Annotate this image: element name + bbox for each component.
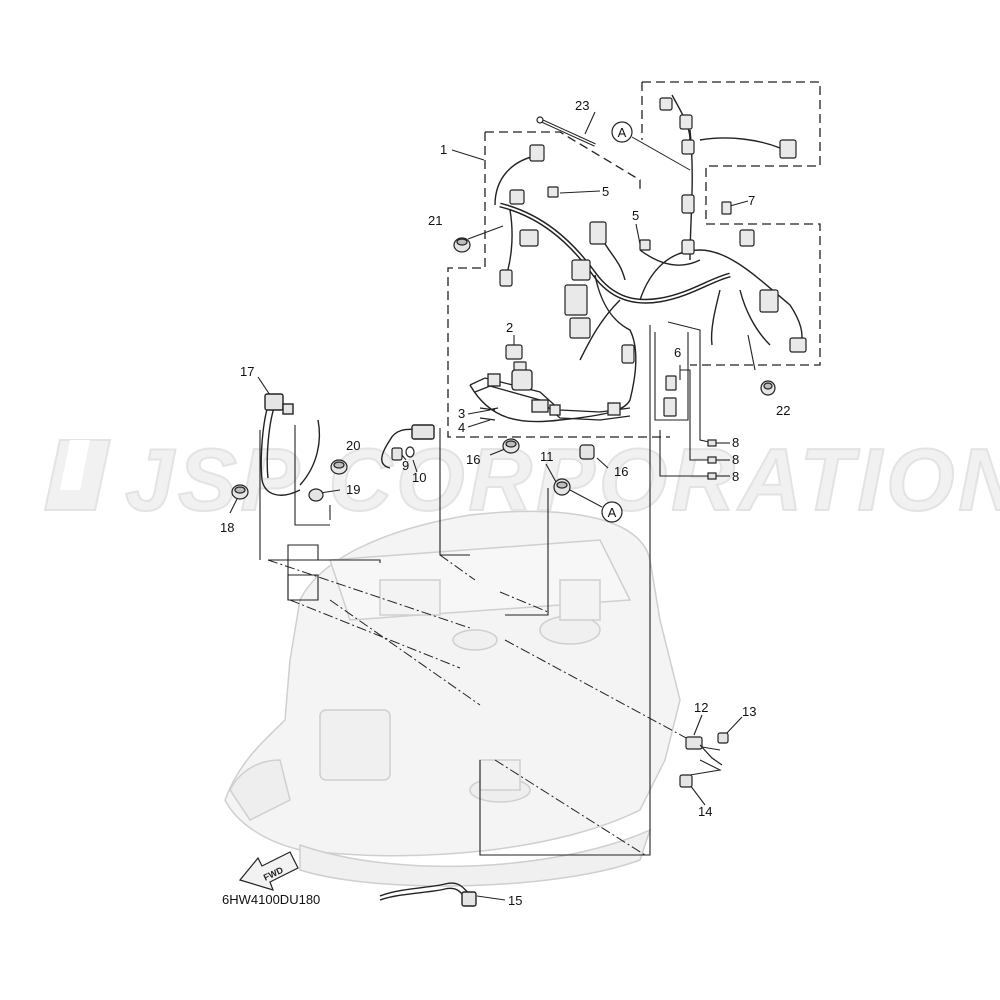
- callout-6: 6: [674, 345, 681, 360]
- callout-5-lower: 5: [632, 208, 639, 223]
- main-wire-harness: [469, 94, 803, 423]
- engine-ghost: [224, 510, 681, 887]
- callout-7: 7: [748, 193, 755, 208]
- connectors: [499, 97, 807, 417]
- watermark-text: JSP CORPORATION: [125, 430, 1000, 529]
- callout-16-left: 16: [466, 452, 480, 467]
- callout-3: 3: [458, 406, 465, 421]
- ref-marker-a-bottom: A: [569, 489, 623, 523]
- projection-lines: [267, 554, 691, 856]
- callout-11: 11: [540, 449, 554, 464]
- callout-14: 14: [698, 804, 712, 819]
- callout-9: 9: [402, 458, 409, 473]
- callout-18: 18: [220, 520, 234, 535]
- callout-10: 10: [412, 470, 426, 485]
- watermark: JSP CORPORATION: [43, 429, 1000, 530]
- callout-4: 4: [458, 420, 465, 435]
- leader-lines: [229, 111, 756, 901]
- small-parts: [231, 237, 776, 788]
- callout-8-b: 8: [732, 452, 739, 467]
- callout-13: 13: [742, 704, 756, 719]
- left-cables: [260, 393, 435, 496]
- diagram-code: 6HW4100DU180: [222, 892, 320, 907]
- callout-17: 17: [240, 364, 254, 379]
- callout-22: 22: [776, 403, 790, 418]
- callout-5-upper: 5: [602, 184, 609, 199]
- ref-marker-a-top: A: [611, 121, 691, 171]
- ref-a-bottom-text: A: [608, 505, 617, 520]
- fwd-arrow: FWD: [238, 851, 299, 891]
- callout-8-c: 8: [732, 469, 739, 484]
- dashed-frames: [447, 81, 821, 438]
- part-2-bundle: [469, 369, 631, 421]
- ref-a-top-text: A: [618, 125, 627, 140]
- callout-20: 20: [346, 438, 360, 453]
- callout-labels: 1 2 3 4 5 5 6 7 8 8 8 9 10 11 12 13 14 1…: [220, 98, 790, 908]
- callout-15: 15: [508, 893, 522, 908]
- callout-21: 21: [428, 213, 442, 228]
- callout-8-a: 8: [732, 435, 739, 450]
- part-15-cable: [379, 882, 477, 907]
- callout-16-right: 16: [614, 464, 628, 479]
- cable-tie-23: [536, 116, 596, 147]
- callout-1: 1: [440, 142, 447, 157]
- callout-23: 23: [575, 98, 589, 113]
- callout-19: 19: [346, 482, 360, 497]
- callout-2: 2: [506, 320, 513, 335]
- parts-12-14: [685, 736, 723, 766]
- callout-12: 12: [694, 700, 708, 715]
